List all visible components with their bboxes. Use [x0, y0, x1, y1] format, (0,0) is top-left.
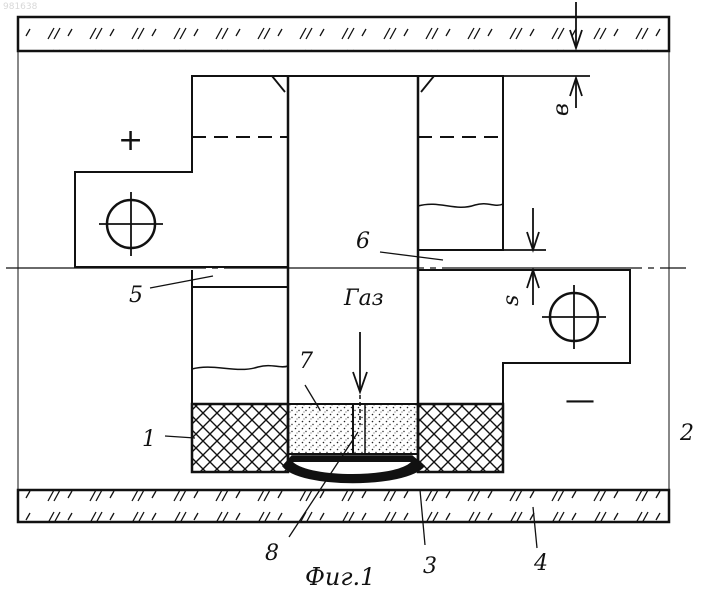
porous-insert	[288, 404, 418, 454]
label-gas: Газ	[343, 286, 384, 311]
callout-7: 7	[299, 349, 313, 374]
terminal-hole-plus	[99, 192, 163, 256]
label-plus: +	[118, 123, 143, 158]
callout-2: 2	[679, 421, 694, 446]
droplet-lens	[283, 456, 424, 483]
callout-5: 5	[129, 283, 143, 308]
callout-3: 3	[423, 554, 437, 579]
callout-4: 4	[533, 551, 548, 576]
callout-1: 1	[142, 427, 156, 452]
callout-8: 8	[265, 541, 279, 566]
callout-6: 6	[356, 229, 370, 254]
label-dimension-s: s	[499, 295, 524, 306]
label-minus: —	[565, 383, 595, 418]
dimension-s	[503, 208, 546, 305]
terminal-hole-minus	[542, 285, 606, 349]
label-dimension-b: в	[549, 103, 574, 116]
bottom-glass-wall	[18, 490, 669, 522]
watermark: 981638	[3, 2, 38, 12]
figure-caption: Фиг.1	[305, 563, 375, 591]
